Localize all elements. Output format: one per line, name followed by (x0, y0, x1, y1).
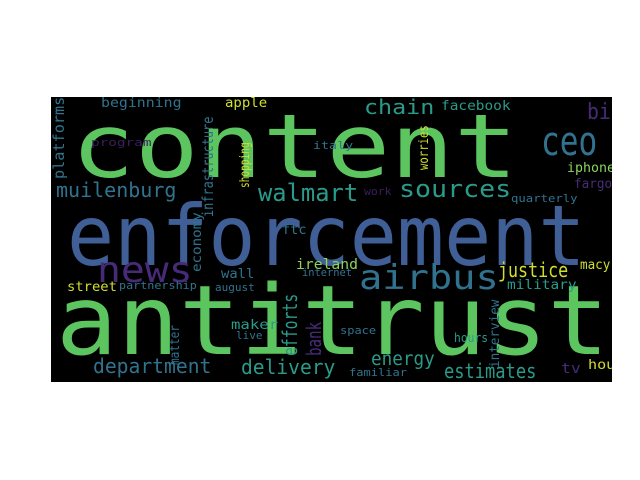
word-iphone: iphone (567, 161, 612, 176)
word-live: live (236, 329, 263, 342)
word-ceo: ceo (541, 119, 598, 165)
word-bank: bank (302, 321, 326, 356)
word-cloud: content enforcement antitrust news airbu… (51, 97, 612, 382)
word-efforts: efforts (278, 293, 302, 356)
word-tv: tv (561, 361, 581, 377)
word-internet: internet (302, 266, 352, 279)
word-content: content (71, 97, 518, 198)
word-economy: economy (190, 212, 205, 272)
word-estimates: estimates (444, 359, 537, 382)
word-airbus: airbus (359, 258, 499, 298)
word-military: military (507, 278, 577, 293)
word-partnership: partnership (119, 279, 197, 292)
word-hour: hour (588, 358, 612, 373)
word-sources: sources (399, 175, 512, 203)
word-familiar: familiar (349, 366, 407, 379)
word-macy: macy (580, 258, 611, 273)
word-walmart: walmart (258, 179, 359, 207)
word-space: space (340, 324, 377, 337)
word-quarterly: quarterly (511, 192, 578, 205)
word-hours: hours (454, 331, 489, 345)
word-infrastructure: infrastructure (199, 116, 217, 217)
word-shopping: shopping (238, 142, 253, 188)
word-platforms: platforms (51, 97, 68, 179)
word-energy: energy (371, 348, 435, 370)
word-big: big (587, 100, 612, 125)
word-maker: maker (231, 318, 279, 333)
word-work: work (364, 185, 392, 198)
word-interview: interview (488, 299, 503, 368)
word-matter: matter (168, 325, 183, 365)
word-apple: apple (225, 97, 268, 111)
word-wall: wall (221, 267, 255, 282)
word-august: august (215, 281, 255, 294)
word-ftc: ftc (282, 223, 307, 238)
word-enforcement: enforcement (67, 187, 586, 285)
word-program: program (91, 136, 152, 149)
word-delivery: delivery (241, 355, 336, 379)
word-beginning: beginning (101, 97, 182, 111)
word-justice: justice (498, 258, 569, 282)
word-italy: italy (313, 139, 354, 152)
word-fargo: fargo (574, 177, 612, 192)
word-ireland: ireland (296, 257, 359, 273)
word-street: street (67, 280, 117, 295)
word-news: news (97, 250, 193, 291)
word-antitrust: antitrust (56, 265, 609, 377)
word-worries: worries (417, 125, 432, 170)
word-department: department (93, 354, 212, 378)
word-muilenburg: muilenburg (56, 178, 177, 202)
word-facebook: facebook (441, 99, 511, 114)
word-chain: chain (364, 97, 435, 119)
